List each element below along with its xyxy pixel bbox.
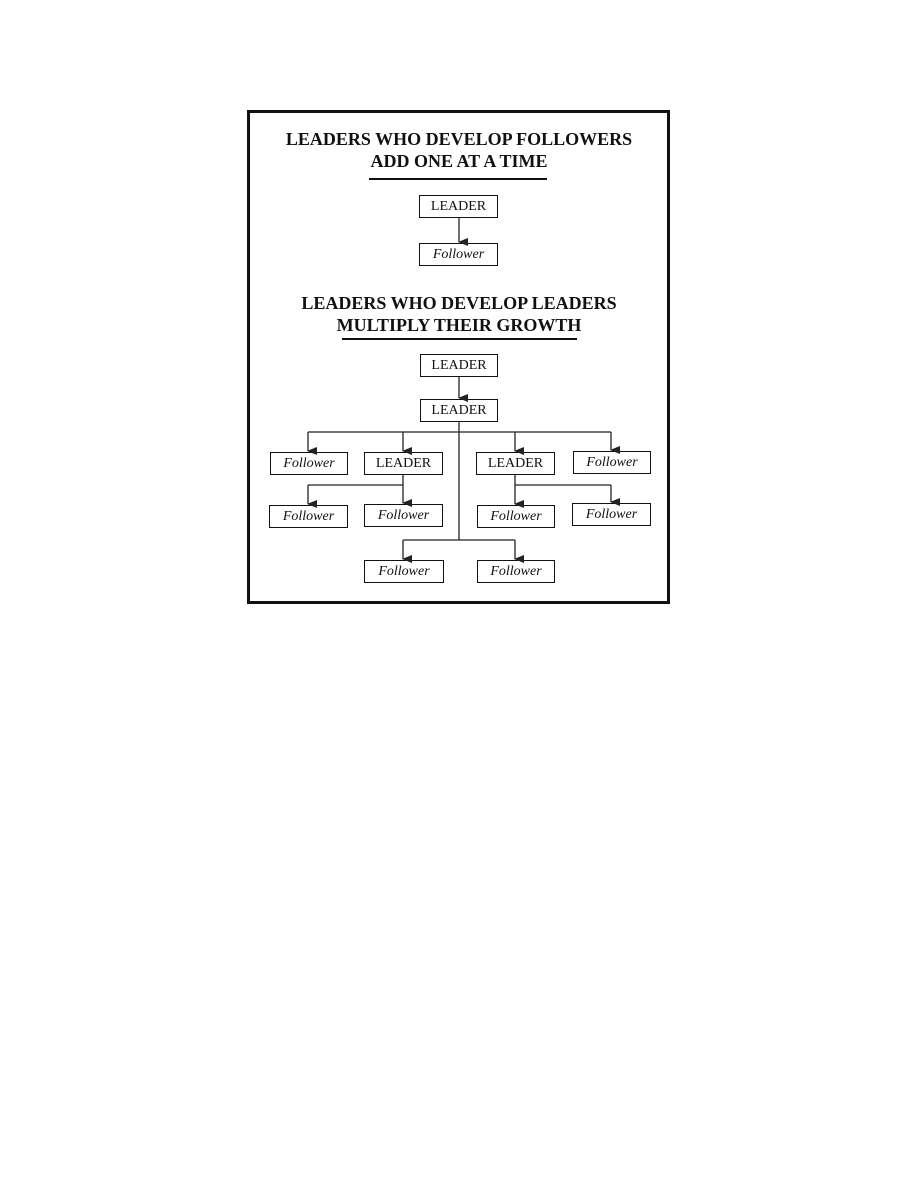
s1-follower-box: Follower xyxy=(419,243,498,266)
s2-bottom-follower-2-box: Follower xyxy=(477,560,555,583)
section-one-title: LEADERS WHO DEVELOP FOLLOWERS ADD ONE AT… xyxy=(0,128,918,172)
s2-left-sub-follower-1-box: Follower xyxy=(269,505,348,528)
s2-top-leader-box: LEADER xyxy=(420,354,498,377)
section-two-rule xyxy=(342,338,577,340)
s2-second-leader-box: LEADER xyxy=(420,399,498,422)
section-two-title: LEADERS WHO DEVELOP LEADERS MULTIPLY THE… xyxy=(0,292,918,336)
s2-right-leader-box: LEADER xyxy=(476,452,555,475)
s2-left-leader-box: LEADER xyxy=(364,452,443,475)
s2-right-sub-follower-2-box: Follower xyxy=(572,503,651,526)
s2-left-follower-box: Follower xyxy=(270,452,348,475)
s2-right-follower-box: Follower xyxy=(573,451,651,474)
s2-bottom-follower-1-box: Follower xyxy=(364,560,444,583)
section-one-title-line-2: ADD ONE AT A TIME xyxy=(370,151,548,171)
section-one-title-line-1: LEADERS WHO DEVELOP FOLLOWERS xyxy=(285,129,633,149)
section-two-title-line-1: LEADERS WHO DEVELOP LEADERS xyxy=(301,293,617,313)
section-two-title-line-2: MULTIPLY THEIR GROWTH xyxy=(336,315,582,335)
s2-right-sub-follower-1-box: Follower xyxy=(477,505,555,528)
s1-leader-box: LEADER xyxy=(419,195,498,218)
section-one-rule xyxy=(369,178,547,180)
s2-left-sub-follower-2-box: Follower xyxy=(364,504,443,527)
